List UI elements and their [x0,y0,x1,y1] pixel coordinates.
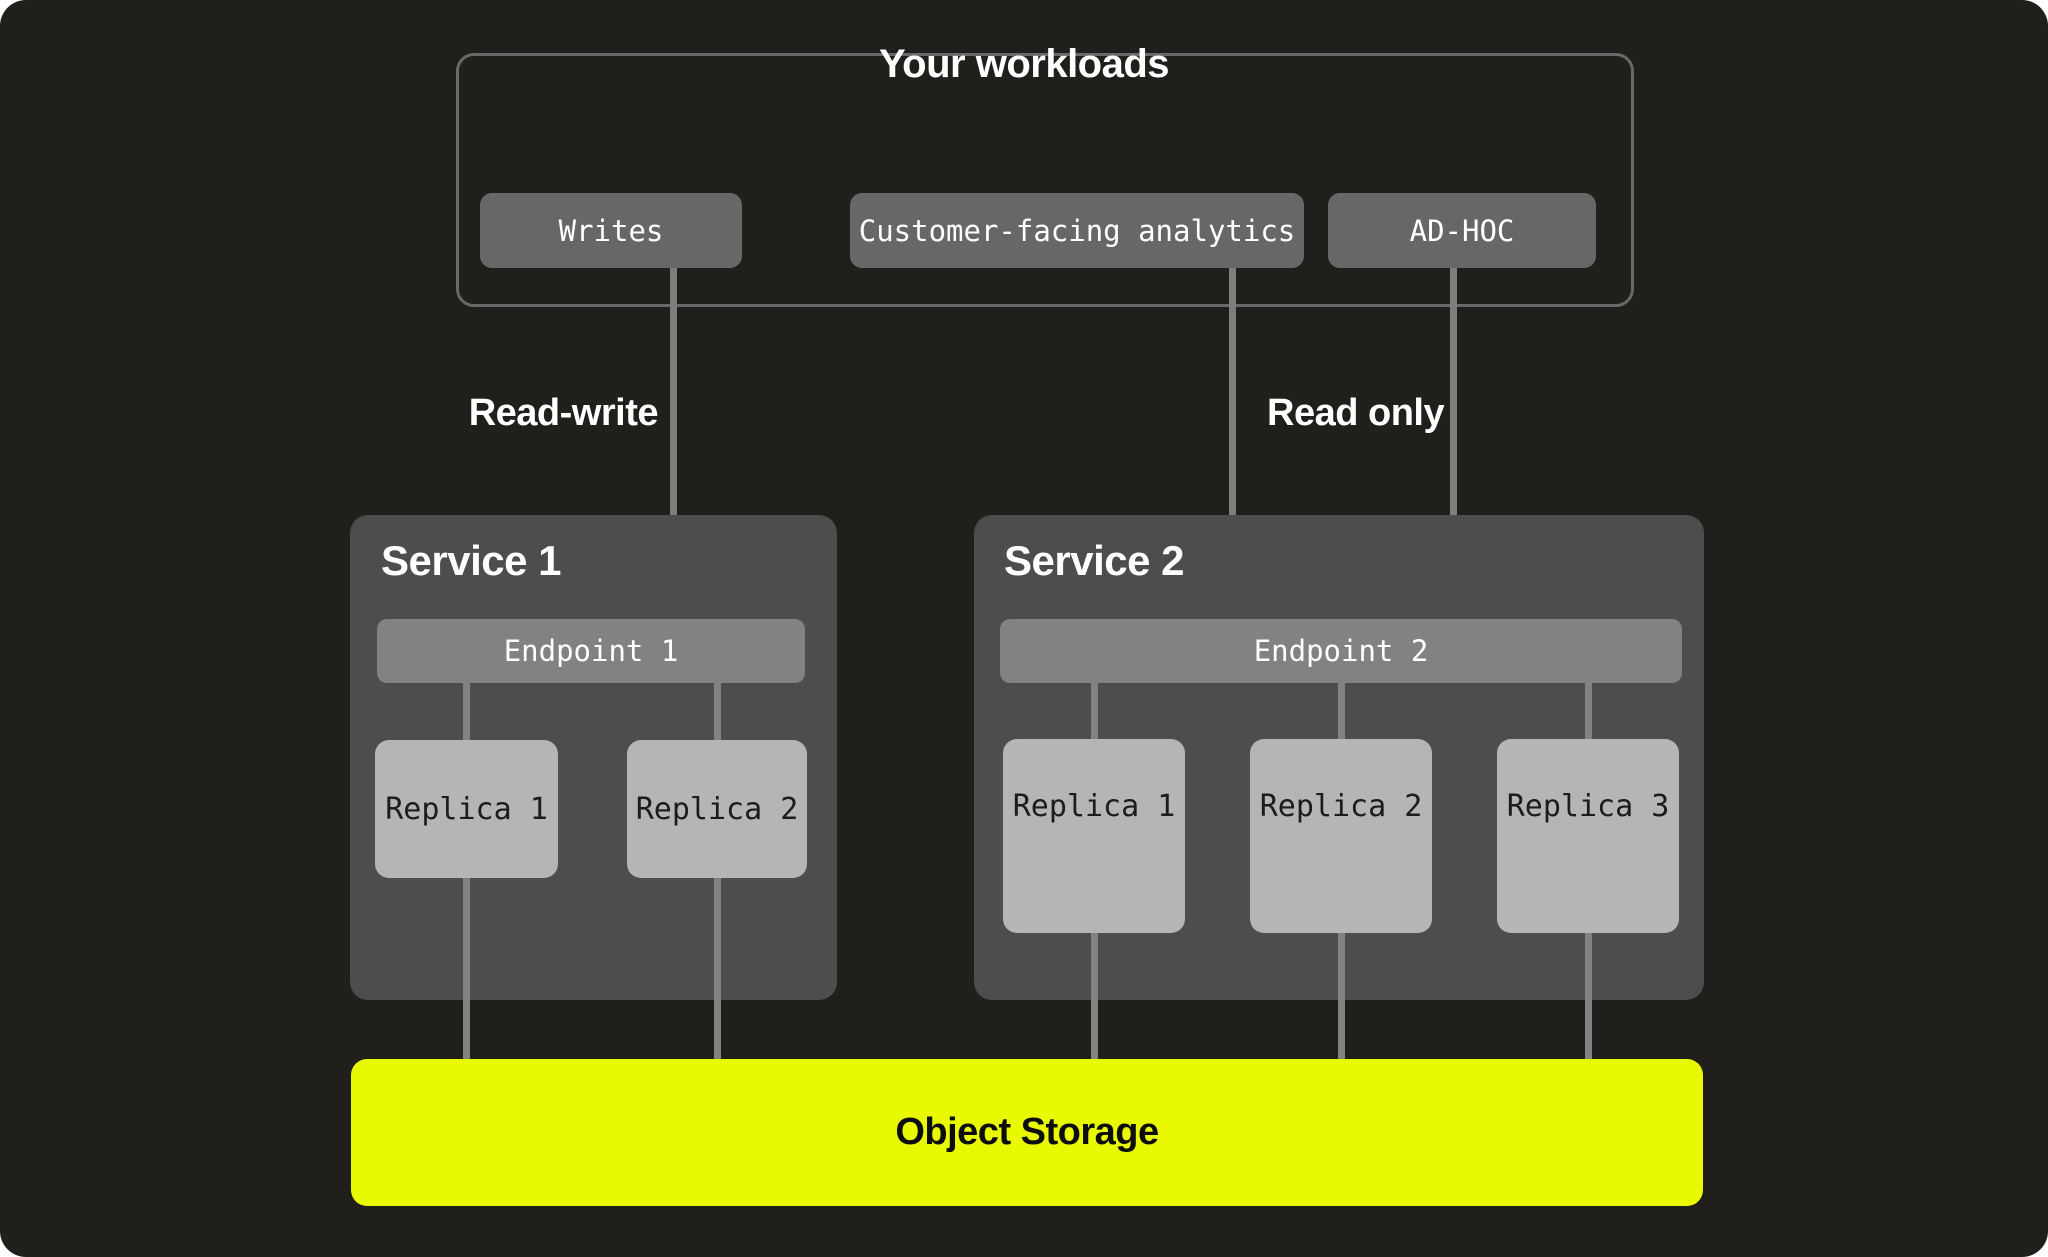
read-write-label: Read-write [468,392,659,434]
workload-customer-facing-analytics: Customer-facing analytics [850,193,1304,268]
service2-replica-2: Replica 2 [1250,739,1432,933]
arrow-shaft [670,268,677,584]
workload-ad-hoc-label: AD-HOC [1409,213,1515,248]
arrow-shaft [1229,268,1236,584]
workloads-group-box [456,53,1634,307]
arrow-shaft [1450,268,1457,584]
service-1-title: Service 1 [381,537,562,584]
replica-label: Replica 1 [385,791,548,827]
replica-label: Replica 2 [635,791,799,827]
replica-label: Replica 3 [1506,789,1670,824]
workload-analytics-label: Customer-facing analytics [858,213,1296,248]
replica-label: Replica 1 [1012,789,1176,824]
replica-label: Replica 2 [1259,789,1423,824]
read-only-label: Read only [1267,392,1445,434]
object-storage-bar: Object Storage [351,1059,1703,1206]
service1-replica-1: Replica 1 [375,740,558,878]
service1-replica-2: Replica 2 [627,740,807,878]
endpoint-2-bar: Endpoint 2 [1000,619,1682,683]
service-2-title: Service 2 [1004,537,1185,584]
service2-replica-3: Replica 3 [1497,739,1679,933]
workload-writes: Writes [480,193,742,268]
object-storage-label: Object Storage [895,1111,1159,1153]
workloads-title: Your workloads [878,42,1170,86]
endpoint-2-label: Endpoint 2 [1253,634,1429,668]
endpoint-1-label: Endpoint 1 [503,634,679,668]
endpoint-1-bar: Endpoint 1 [377,619,805,683]
service2-replica-1: Replica 1 [1003,739,1185,933]
workload-writes-label: Writes [558,213,664,248]
workload-ad-hoc: AD-HOC [1328,193,1596,268]
